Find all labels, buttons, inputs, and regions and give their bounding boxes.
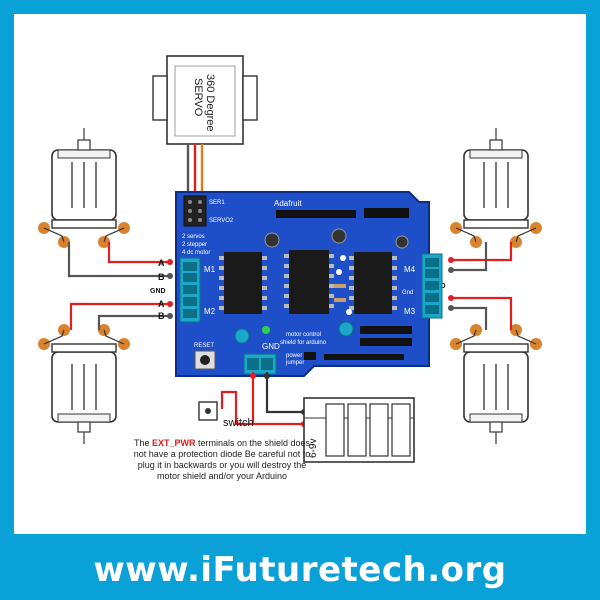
board-caption-1: motor control xyxy=(286,332,321,338)
board-gnd-bottom: GND xyxy=(262,342,280,351)
board-caption-2: shield for arduino xyxy=(280,340,327,346)
port-m3: M3 xyxy=(404,307,416,316)
battery-pack: 6-9v xyxy=(303,397,415,463)
port-m2: M2 xyxy=(204,307,216,316)
footer-url: www.iFuturetech.org xyxy=(93,550,507,590)
left-terminal-b2: B xyxy=(158,311,165,321)
footer-banner: www.iFuturetech.org xyxy=(0,540,600,600)
port-m1: M1 xyxy=(204,265,216,274)
warning-prefix: The xyxy=(133,438,152,448)
silkscreen-brand: Adafruit xyxy=(274,199,302,208)
servo-motor: 360 Degree SERVO xyxy=(152,55,258,200)
ic-chip-2 xyxy=(284,250,334,314)
jumper-label: jumper xyxy=(285,360,304,366)
servo-header-label-2: SERVO2 xyxy=(209,218,234,224)
left-terminal-b1: B xyxy=(158,272,165,282)
power-label: power xyxy=(286,353,302,359)
power-switch[interactable]: switch xyxy=(198,401,254,429)
left-terminal-a2: A xyxy=(158,299,165,309)
battery-voltage-label: 6-9v xyxy=(308,439,319,458)
board-gnd-right: Gnd xyxy=(402,290,413,296)
motor-top-left xyxy=(37,127,131,249)
switch-label: switch xyxy=(223,417,254,429)
reset-label: RESET xyxy=(194,343,214,349)
warning-note: The EXT_PWR terminals on the shield does… xyxy=(132,438,312,482)
servo-label-line1: 360 Degree xyxy=(204,74,216,132)
ic-chip-1 xyxy=(219,252,267,314)
left-terminal-a1: A xyxy=(158,258,165,268)
motor-bottom-left xyxy=(37,323,131,445)
diagram-frame: 360 Degree SERVO A xyxy=(14,14,586,534)
legend-dc: 4 dc motor xyxy=(182,250,210,256)
port-m4: M4 xyxy=(404,265,416,274)
motor-bottom-right xyxy=(449,323,543,445)
motor-shield-board: Adafruit SER1 SERVO2 2 servos 2 stepper … xyxy=(175,191,443,377)
legend-stepper: 2 stepper xyxy=(182,242,207,248)
legend-servos: 2 servos xyxy=(182,234,205,240)
right-motor-wires xyxy=(448,242,513,330)
left-motor-wires xyxy=(67,242,173,330)
warning-body: terminals on the shield does not have a … xyxy=(133,438,311,481)
wiring-diagram: 360 Degree SERVO A xyxy=(37,55,543,463)
ic-chip-3 xyxy=(349,252,397,314)
servo-header-label-1: SER1 xyxy=(209,200,225,206)
left-terminal-gnd: GND xyxy=(150,288,166,295)
servo-label-line2: SERVO xyxy=(192,78,204,117)
left-terminal-labels: A B GND A B xyxy=(150,258,166,321)
motor-top-right xyxy=(449,127,543,249)
warning-highlight: EXT_PWR xyxy=(151,438,196,448)
